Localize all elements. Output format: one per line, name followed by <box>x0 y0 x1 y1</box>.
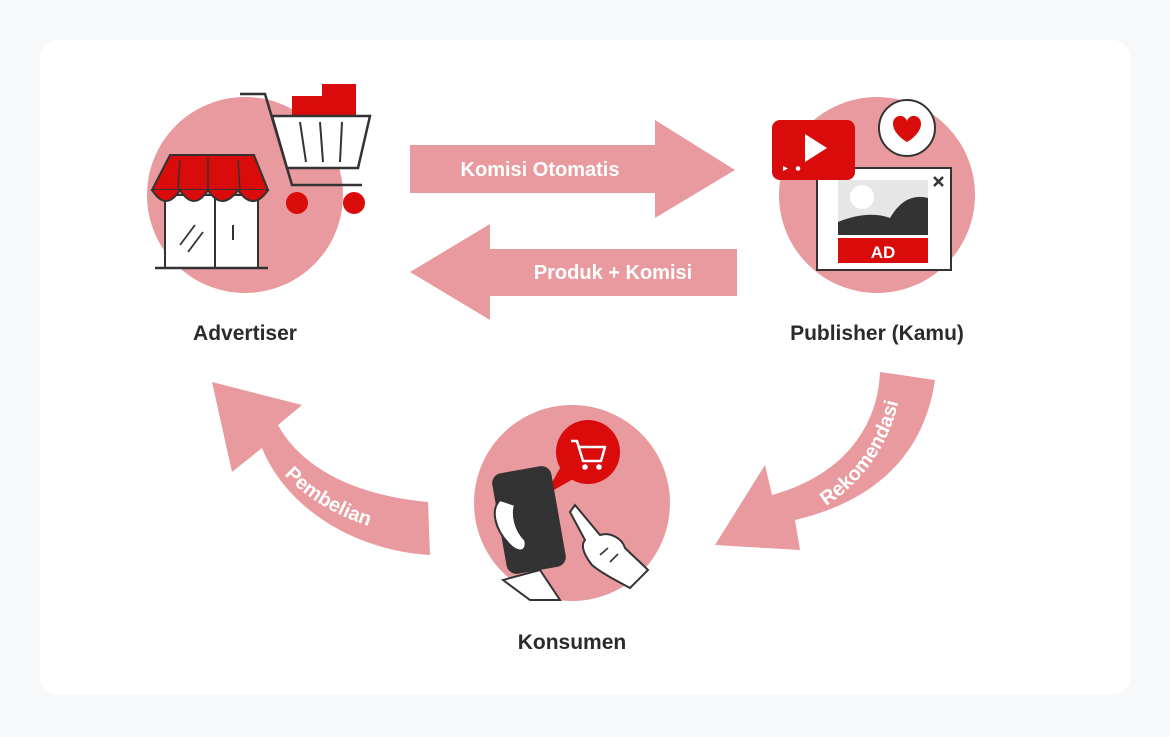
recommendation-arrow: Rekomendasi <box>715 372 935 550</box>
heart-icon <box>878 99 936 157</box>
product-label: Produk + Komisi <box>534 262 692 284</box>
commission-label: Komisi Otomatis <box>461 159 620 181</box>
product-arrow: Produk + Komisi <box>410 224 737 320</box>
hand-icon <box>568 503 650 590</box>
commission-arrow: Komisi Otomatis <box>410 120 735 218</box>
advertiser-label: Advertiser <box>193 322 297 345</box>
consumer-node: Konsumen <box>474 405 670 654</box>
ad-image-icon: AD <box>816 167 952 271</box>
ad-badge-text: AD <box>871 243 896 262</box>
publisher-node: AD Publisher (Kamu) <box>772 97 975 345</box>
smartphone-icon <box>492 466 566 601</box>
purchase-arrow: Pembelian <box>212 382 430 555</box>
store-icon <box>150 154 270 270</box>
shopping-cart-icon <box>240 84 372 214</box>
video-play-icon <box>772 120 855 180</box>
consumer-label: Konsumen <box>518 631 627 654</box>
publisher-label: Publisher (Kamu) <box>790 322 964 345</box>
close-icon <box>933 176 944 187</box>
advertiser-node: Advertiser <box>147 84 372 345</box>
